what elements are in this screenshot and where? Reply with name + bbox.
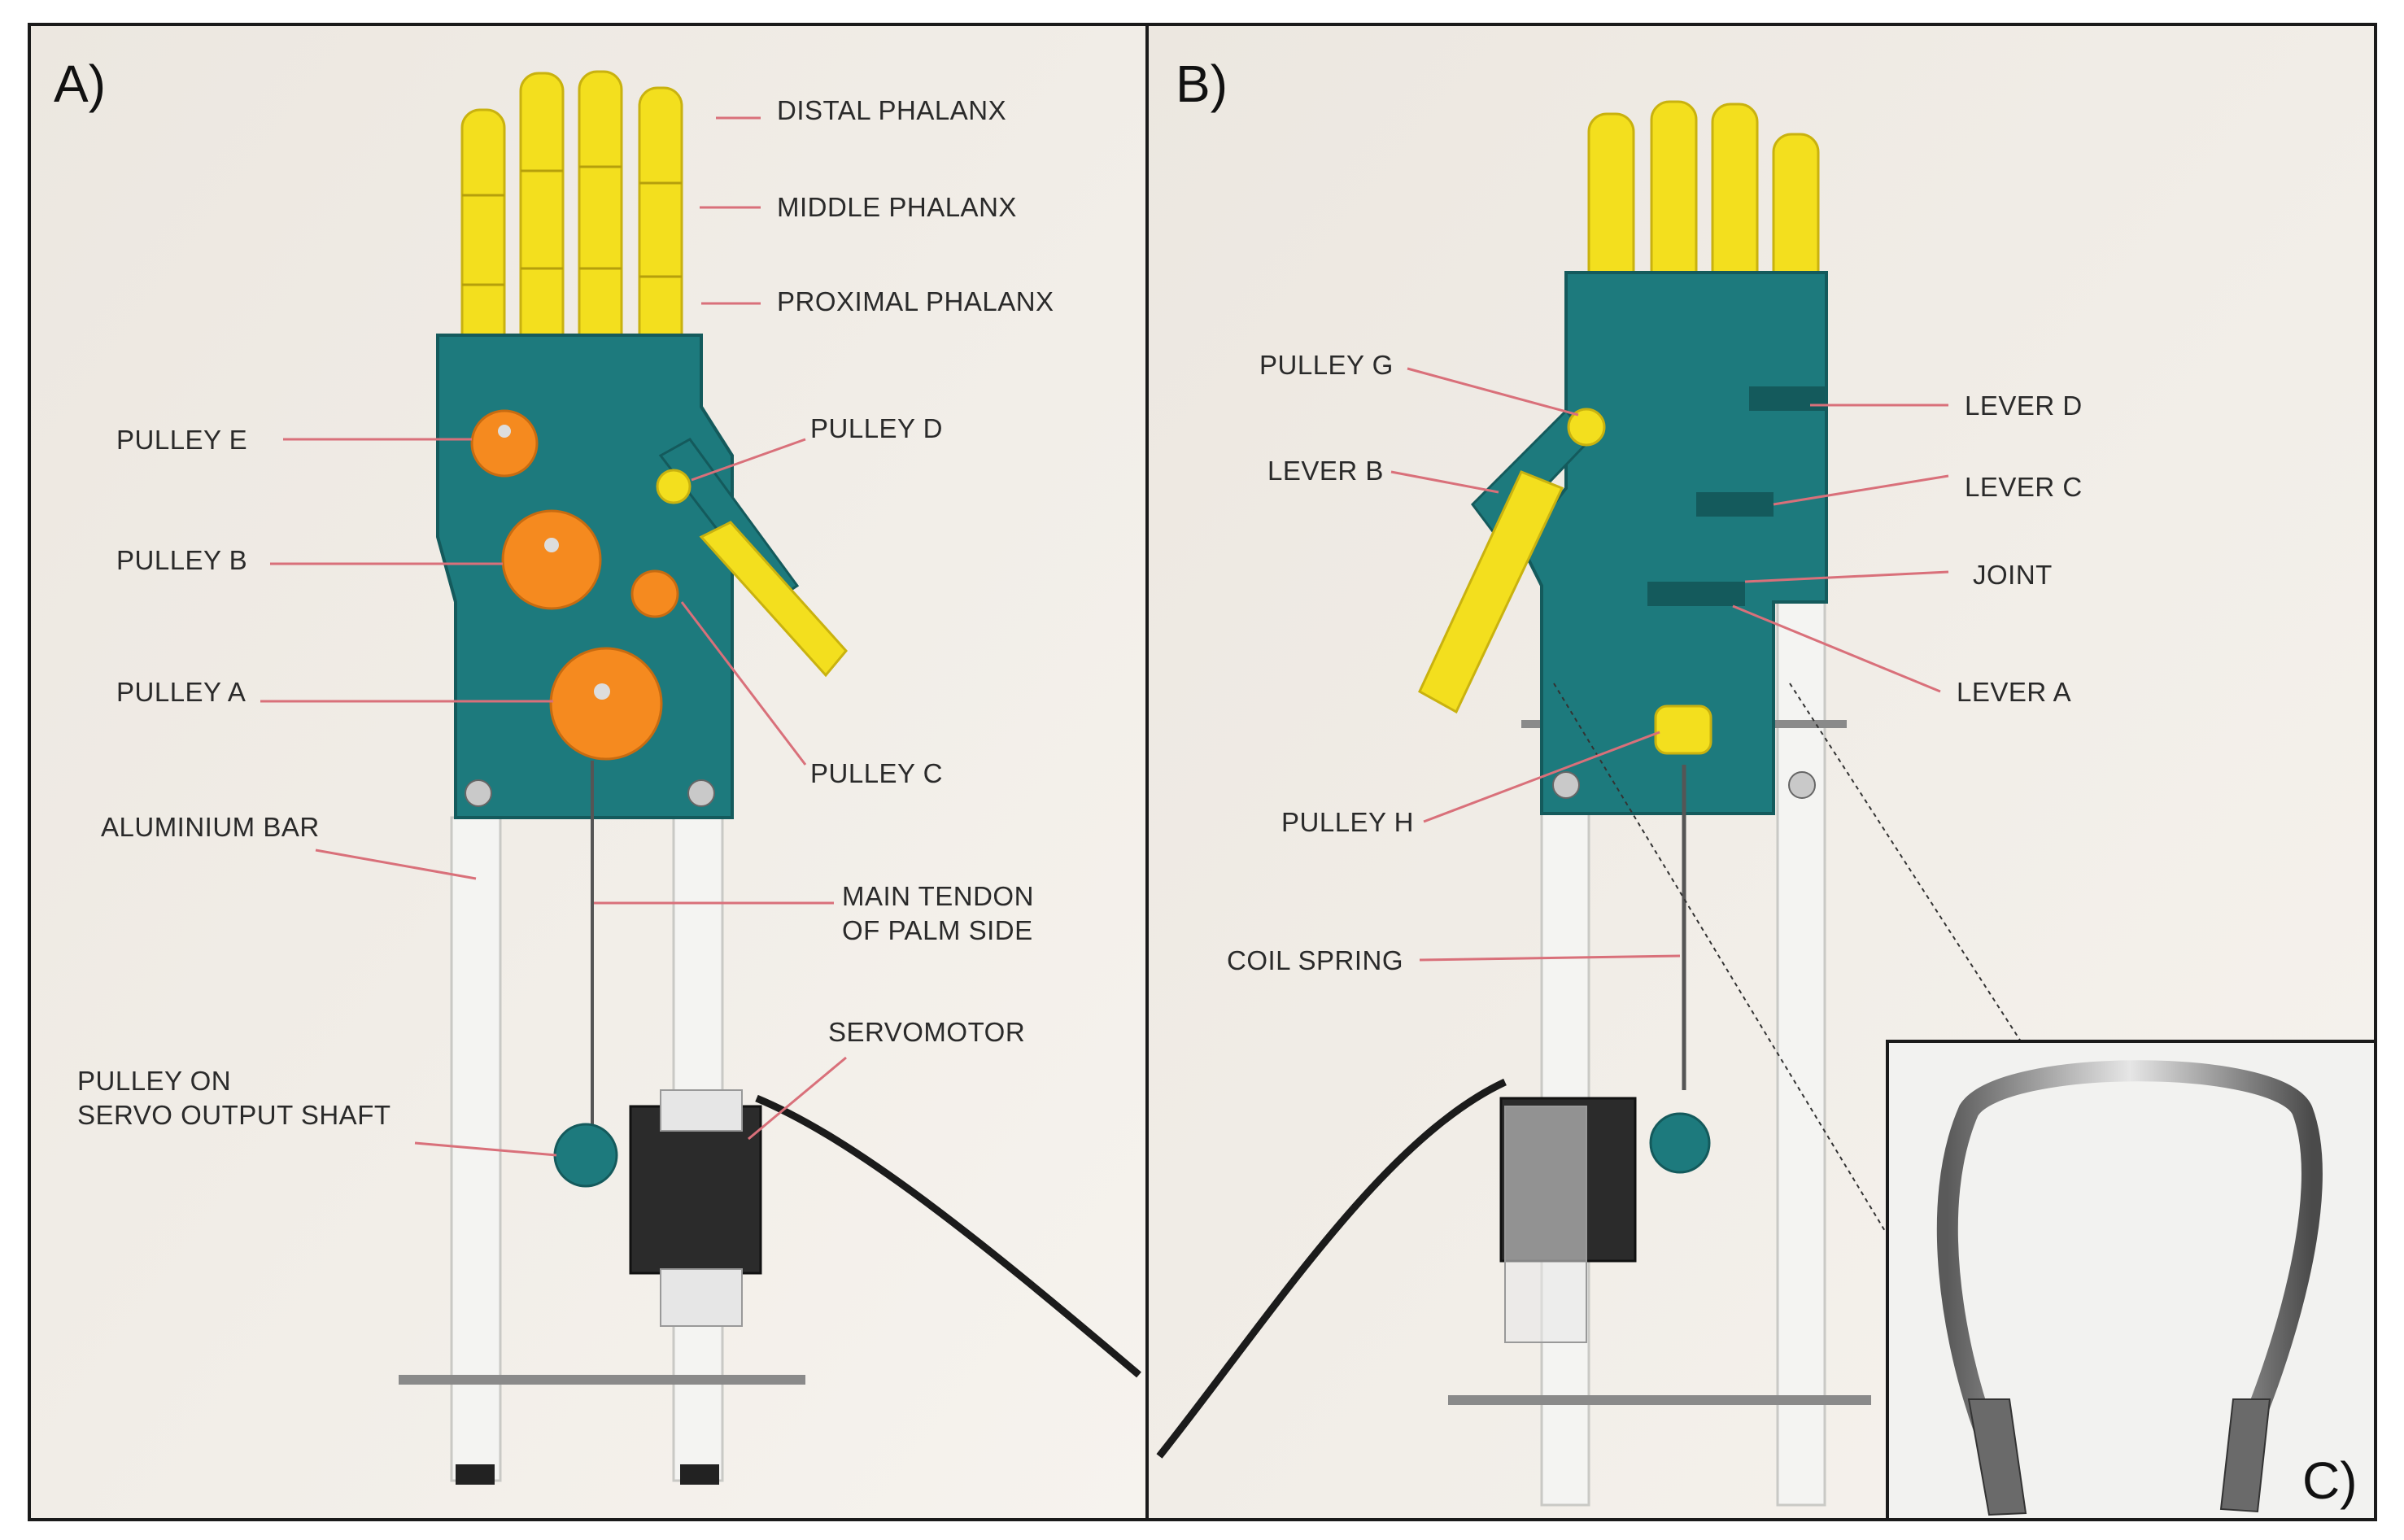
spring-wire — [1936, 1060, 2323, 1451]
label-pulley-g: PULLEY G — [1259, 350, 1394, 380]
bar-foot-left — [456, 1464, 495, 1485]
label-middle-phalanx: MIDDLE PHALANX — [777, 192, 1017, 222]
label-pulley-h: PULLEY H — [1281, 807, 1414, 837]
label-pulley-d: PULLEY D — [810, 413, 943, 443]
servo-cable-a — [755, 1094, 1141, 1378]
lever-c-b — [1696, 492, 1774, 517]
label-lever-c: LEVER C — [1965, 472, 2083, 502]
label-lever-d: LEVER D — [1965, 390, 2083, 421]
label-distal-phalanx: DISTAL PHALANX — [777, 95, 1006, 125]
label-pulley-c: PULLEY C — [810, 758, 943, 788]
pulley-b-a — [501, 509, 602, 610]
thumb-finger-b — [1418, 470, 1564, 714]
label-pulley-servo-1: PULLEY ON — [77, 1066, 231, 1096]
servo-pulley-b — [1649, 1112, 1711, 1174]
fingers-a — [460, 70, 683, 404]
label-pulley-e: PULLEY E — [116, 425, 247, 455]
servo-cable-b — [1156, 1078, 1507, 1459]
panel-a-label: A) — [54, 55, 106, 113]
frame-b — [1145, 23, 2377, 1521]
label-joint: JOINT — [1973, 560, 2053, 590]
bar-foot-right — [680, 1464, 719, 1485]
label-lever-b: LEVER B — [1267, 456, 1384, 486]
label-coil-spring: COIL SPRING — [1227, 945, 1403, 975]
pulley-g-b — [1567, 408, 1606, 447]
pulley-c-a — [630, 569, 679, 618]
aluminium-bar-right-b — [1776, 600, 1826, 1507]
label-main-tendon-1: MAIN TENDON — [842, 881, 1034, 911]
panel-c-label: C) — [2302, 1451, 2358, 1510]
label-aluminium-bar: ALUMINIUM BAR — [101, 812, 320, 842]
pulley-d-a — [656, 469, 692, 504]
pulley-e-a — [470, 409, 539, 478]
cross-rod — [399, 1375, 805, 1385]
lever-a-b — [1647, 582, 1745, 606]
label-pulley-b: PULLEY B — [116, 545, 247, 575]
lever-d-b — [1749, 386, 1826, 411]
label-pulley-a: PULLEY A — [116, 677, 246, 707]
label-main-tendon-2: OF PALM SIDE — [842, 915, 1033, 945]
label-proximal-phalanx: PROXIMAL PHALANX — [777, 286, 1054, 316]
pulley-a-a — [549, 647, 663, 761]
thumb-finger-a — [699, 521, 848, 678]
panel-a: A) DISTAL PHALANX MIDDLE PHALANX PROXIMA… — [29, 24, 1147, 1520]
servomotor-a — [629, 1105, 762, 1275]
panel-c: C) — [1886, 1040, 2377, 1521]
servo-pulley-a — [553, 1123, 618, 1188]
pulley-h-b — [1654, 705, 1712, 755]
label-servomotor: SERVOMOTOR — [828, 1017, 1025, 1047]
label-lever-a: LEVER A — [1957, 677, 2071, 707]
label-pulley-servo-2: SERVO OUTPUT SHAFT — [77, 1100, 391, 1130]
panel-b-label: B) — [1176, 55, 1228, 113]
